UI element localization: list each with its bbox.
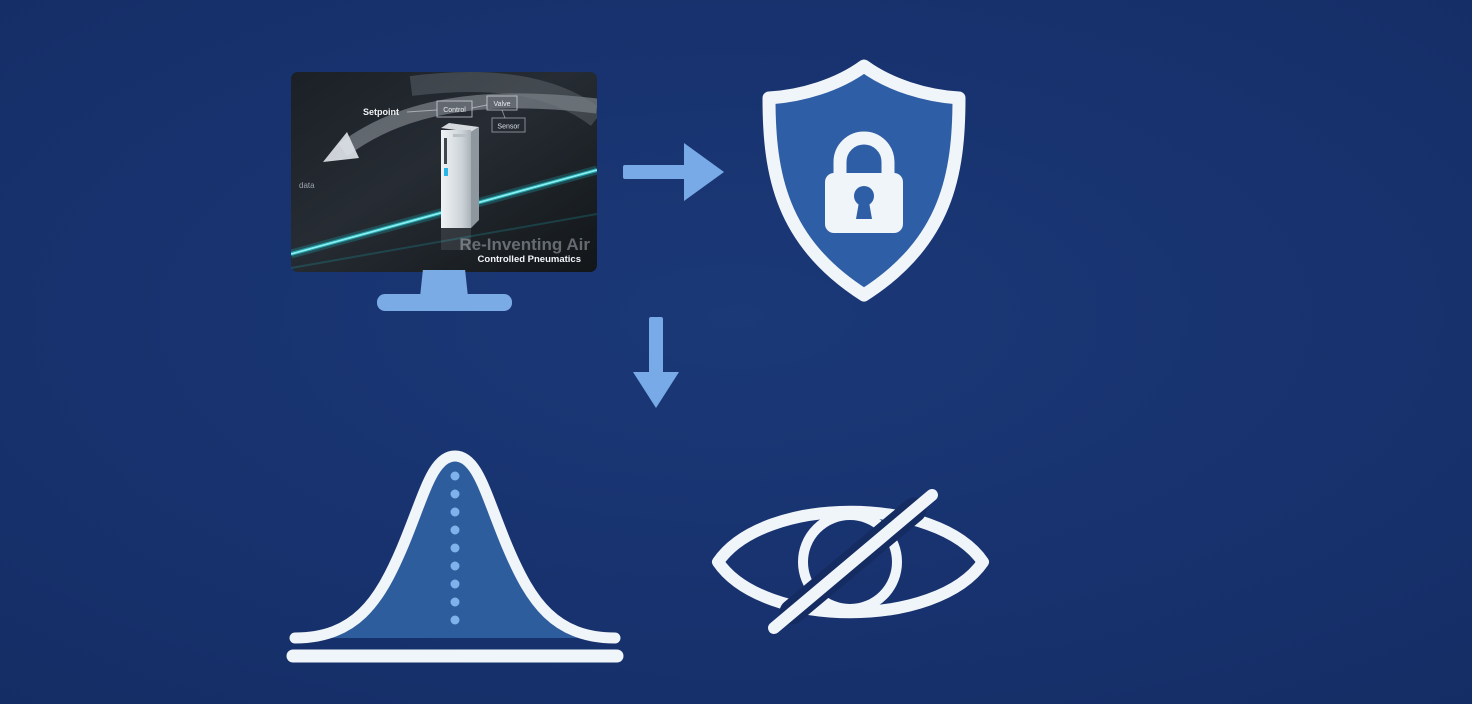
- valve-box: [486, 95, 518, 111]
- eye-slash-icon: [712, 489, 989, 634]
- screen-label-valve: Valve: [494, 101, 511, 108]
- connector-line: [471, 104, 488, 109]
- monitor-screen: Setpoint Control Valve Sensor data Re-In…: [291, 72, 597, 272]
- connector-line: [406, 109, 438, 113]
- arrow-right-head: [684, 143, 724, 201]
- keyhole-stem: [856, 202, 872, 219]
- device-top-face: [441, 123, 479, 132]
- shield-lock-icon: [762, 59, 966, 302]
- screen-label-control: Control: [443, 107, 466, 114]
- screen-caption: Controlled Pneumatics: [478, 254, 581, 265]
- connector-line: [501, 109, 506, 119]
- arrow-down-head: [633, 372, 679, 408]
- arrow-down-icon: [633, 317, 679, 408]
- padlock-shackle: [833, 131, 895, 176]
- device-side-face: [471, 127, 479, 228]
- bell-curve-icon: [286, 450, 624, 663]
- keyhole-circle: [854, 186, 874, 206]
- monitor-stand-base: [377, 294, 512, 311]
- screen-arrow-icon: [323, 132, 359, 162]
- teal-line-faint: [291, 213, 597, 269]
- control-box: [436, 100, 473, 118]
- screen-label-sensor: Sensor: [497, 124, 520, 131]
- device-reflection: [441, 228, 471, 250]
- monitor-illustration: Setpoint Control Valve Sensor data Re-In…: [291, 72, 597, 272]
- monitor-stand-neck: [420, 270, 468, 297]
- device-vent: [453, 134, 467, 137]
- arrow-right-shaft: [623, 165, 686, 179]
- device-led: [444, 168, 448, 176]
- arrow-down-shaft: [649, 317, 663, 375]
- screen-label-data: data: [299, 181, 315, 190]
- screen-swoosh: [338, 93, 597, 156]
- screen-watermark: Re-Inventing Air: [459, 235, 590, 254]
- eye-iris-circle: [798, 510, 902, 614]
- eye-slash-line: [768, 489, 938, 634]
- sensor-box: [491, 117, 526, 133]
- arrow-right-icon: [623, 143, 724, 201]
- screen-label-setpoint: Setpoint: [363, 107, 399, 117]
- screen-swoosh-upper: [409, 72, 597, 127]
- device-detail-strip: [444, 138, 447, 164]
